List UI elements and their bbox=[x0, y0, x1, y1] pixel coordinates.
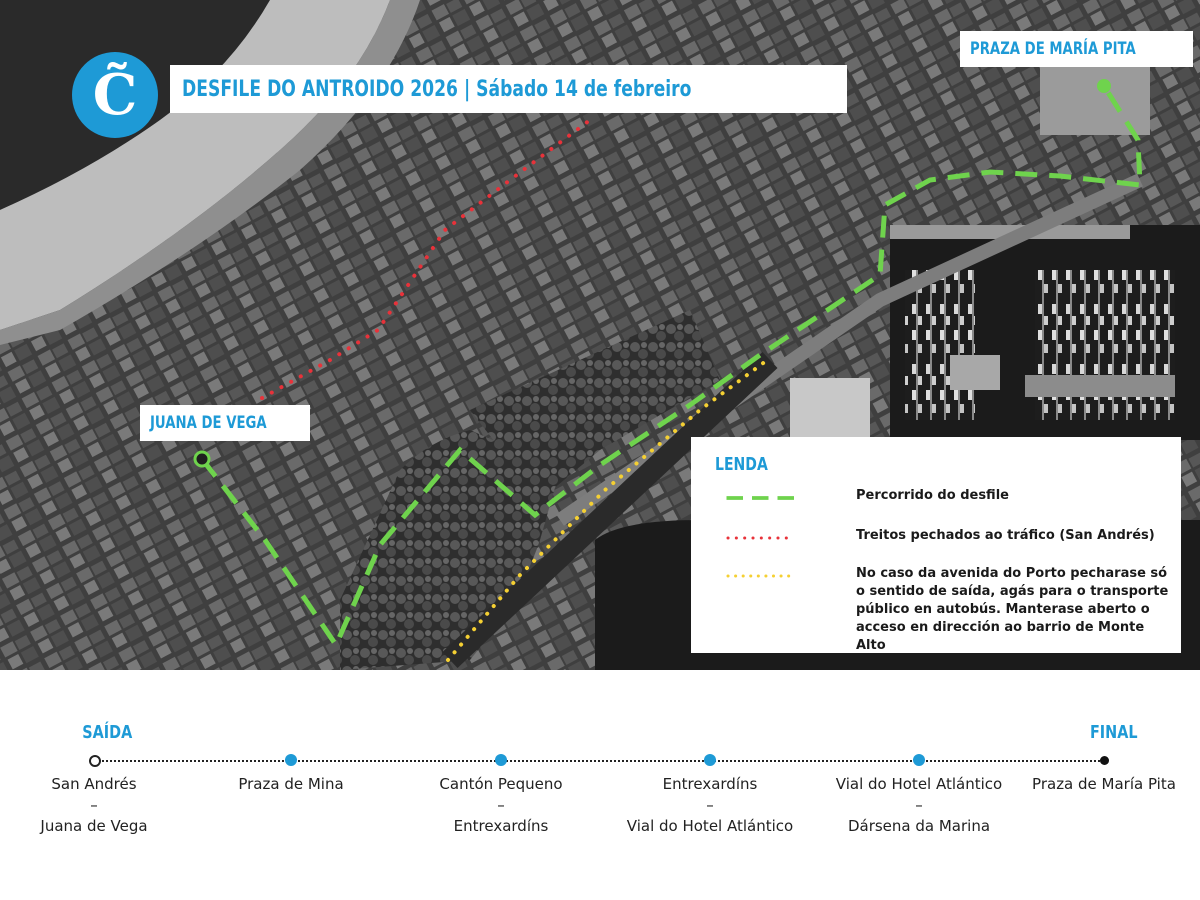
stop-name: Dársena da Marina bbox=[847, 817, 991, 835]
stop-name: San Andrés bbox=[51, 775, 137, 793]
timeline-stop-marker bbox=[704, 754, 716, 766]
start-label: SAÍDA bbox=[82, 722, 133, 743]
timeline-stop: San Andrés – Juana de Vega bbox=[4, 774, 184, 837]
route-end-marker bbox=[1097, 79, 1111, 93]
stop-name: Cantón Pequeno bbox=[439, 775, 563, 793]
garden-area bbox=[470, 310, 720, 500]
timeline-stop: Praza de Mina bbox=[201, 774, 381, 795]
stop-name: Entrexardíns bbox=[453, 817, 549, 835]
stop-separator: – bbox=[497, 796, 505, 814]
stop-separator: – bbox=[915, 796, 923, 814]
timeline-stop-marker bbox=[89, 755, 101, 767]
stop-separator: – bbox=[90, 796, 98, 814]
timeline-stop: Cantón Pequeno – Entrexardíns bbox=[411, 774, 591, 837]
promenade bbox=[0, 0, 420, 345]
stop-separator: – bbox=[706, 796, 714, 814]
timeline-stop-marker bbox=[1100, 756, 1109, 765]
port-access-line bbox=[446, 356, 772, 662]
page-title: DESFILE DO ANTROIDO 2026 | Sábado 14 de … bbox=[182, 76, 692, 102]
timeline-stop: Entrexardíns – Vial do Hotel Atlántico bbox=[620, 774, 800, 837]
timeline-stop-marker bbox=[285, 754, 297, 766]
stop-name: Juana de Vega bbox=[40, 817, 148, 835]
timeline-line bbox=[94, 760, 1104, 762]
parade-route-line bbox=[200, 84, 1143, 651]
port-building bbox=[790, 378, 870, 438]
end-label: FINAL bbox=[1089, 722, 1138, 743]
title-banner: DESFILE DO ANTROIDO 2026 | Sábado 14 de … bbox=[170, 65, 848, 113]
timeline-stop: Vial do Hotel Atlántico – Dársena da Mar… bbox=[829, 774, 1009, 837]
city-logo: C̃ bbox=[72, 52, 158, 138]
legend-title: LENDA bbox=[715, 454, 768, 475]
plaza-maria-pita bbox=[1040, 55, 1150, 135]
dotted-red-swatch bbox=[726, 536, 796, 540]
closed-road-line bbox=[260, 118, 592, 400]
marina-building bbox=[950, 355, 1000, 390]
stop-name: Vial do Hotel Atlántico bbox=[835, 775, 1003, 793]
stop-name: Entrexardíns bbox=[662, 775, 758, 793]
port-avenue bbox=[442, 351, 778, 669]
aerial-map: C̃ DESFILE DO ANTROIDO 2026 | Sábado 14 … bbox=[0, 0, 1200, 670]
route-start-marker bbox=[193, 450, 211, 468]
end-place-label: PRAZA DE MARÍA PITA bbox=[960, 31, 1193, 67]
legend-label: No caso da avenida do Porto pecharase só… bbox=[856, 566, 1169, 653]
stop-name: Praza de María Pita bbox=[1032, 775, 1176, 793]
route-timeline: SAÍDA FINAL San Andrés – Juana de Vega P… bbox=[0, 670, 1200, 900]
legend-label: Percorrido do desfile bbox=[856, 488, 1009, 503]
timeline-stop-marker bbox=[913, 754, 925, 766]
timeline-stop-marker bbox=[495, 754, 507, 766]
dotted-yellow-swatch bbox=[726, 574, 796, 578]
marina-pier bbox=[890, 225, 1130, 239]
start-place-label: JUANA DE VEGA bbox=[140, 405, 310, 441]
marina-boats bbox=[1035, 270, 1175, 420]
legend-label: Treitos pechados ao tráfico (San Andrés) bbox=[856, 528, 1155, 543]
stop-name: Praza de Mina bbox=[238, 775, 344, 793]
marina-boats bbox=[905, 270, 975, 420]
stop-name: Vial do Hotel Atlántico bbox=[626, 817, 794, 835]
dashed-green-swatch bbox=[726, 496, 796, 500]
timeline-stop: Praza de María Pita bbox=[1014, 774, 1194, 795]
map-legend: LENDA Percorrido do desfile Treitos pech… bbox=[691, 437, 1181, 653]
marina-building bbox=[1025, 375, 1175, 397]
